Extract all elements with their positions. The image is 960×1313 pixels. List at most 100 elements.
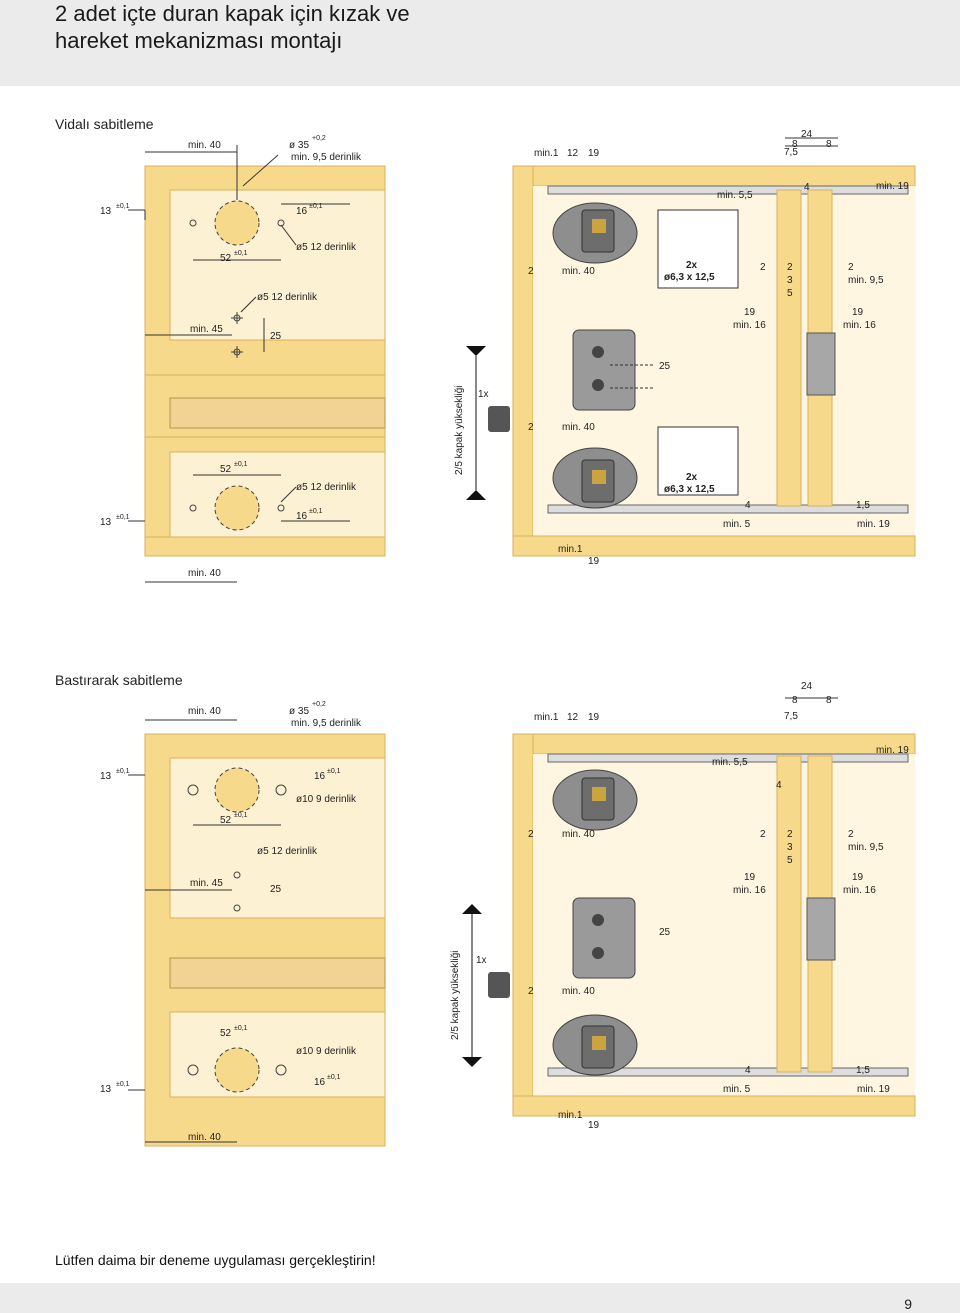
mechanism-drawing-2: min.1 12 19 2 min. 40 25 2 min. 40 min.1… bbox=[512, 712, 916, 1131]
door-inner-bottom-2 bbox=[169, 1011, 386, 1098]
dim-8b-2: 8 bbox=[826, 695, 832, 706]
mounting-bracket bbox=[572, 329, 636, 411]
dim-2-right-a: 2 bbox=[760, 262, 766, 273]
dim-13-bottom-2: 13 bbox=[100, 1084, 112, 1095]
dim-13-2: 13 bbox=[100, 771, 112, 782]
dim-13-bottom: 13 bbox=[100, 517, 112, 528]
arrow-up-icon-2 bbox=[462, 904, 482, 914]
dim-1-5-2: 1,5 bbox=[856, 1065, 870, 1076]
dim-min40-rail-bottom-2: min. 40 bbox=[562, 986, 595, 997]
screw-count-top: 2x bbox=[686, 260, 698, 271]
door-section-view-2 bbox=[169, 957, 386, 989]
dim-min19-top: min. 19 bbox=[876, 181, 909, 192]
door-inner-top-2 bbox=[169, 757, 386, 919]
dim-screw-hole-c: ø5 12 derinlik bbox=[296, 482, 357, 493]
dim-cup-diameter: ø 35 bbox=[289, 140, 309, 151]
diagram-screwed-mounting: min. 40 ø 35 +0,2 min. 9,5 derinlik 13 ±… bbox=[100, 129, 916, 583]
bottom-mechanism-spring bbox=[592, 470, 606, 484]
damper-icon-2 bbox=[488, 972, 510, 998]
dim-min40-bottom: min. 40 bbox=[188, 568, 221, 579]
dim-screw-hole-b-2: ø5 12 derinlik bbox=[257, 846, 318, 857]
dim-52-tol: ±0,1 bbox=[234, 250, 248, 257]
drilling-drawing: min. 40 ø 35 +0,2 min. 9,5 derinlik 13 ±… bbox=[100, 135, 386, 583]
mechanism-drawing: min.1 12 19 2 min. 40 25 2 min. 40 min.1… bbox=[512, 148, 916, 567]
dim-min19-top-2: min. 19 bbox=[876, 745, 909, 756]
dim-min16-a-2: min. 16 bbox=[733, 885, 766, 896]
arrow-up-icon bbox=[466, 490, 486, 500]
height-label-2: 2/5 kapak yüksekliği bbox=[450, 951, 461, 1041]
dim-screw-hole-a: ø5 12 derinlik bbox=[296, 242, 357, 253]
dim-min5: min. 5 bbox=[723, 519, 751, 530]
page-title: 2 adet içte duran kapak için kızak ve ha… bbox=[55, 0, 410, 54]
dim-min40-bottom-2: min. 40 bbox=[188, 1132, 221, 1143]
screw-spec-top: ø6,3 x 12,5 bbox=[664, 272, 715, 283]
dim-52-bottom-tol: ±0,1 bbox=[234, 461, 248, 468]
dim-min16-b-2: min. 16 bbox=[843, 885, 876, 896]
dim-screw-hole-b: ø5 12 derinlik bbox=[257, 292, 318, 303]
dim-25-2: 25 bbox=[270, 884, 282, 895]
dim-16-bottom-2: 16 bbox=[314, 1077, 326, 1088]
dim-2-right-c: 2 bbox=[848, 262, 854, 273]
dim-4-top-2: 4 bbox=[776, 780, 782, 791]
dim-min40-top-2: min. 40 bbox=[188, 706, 221, 717]
door-inner-top bbox=[169, 189, 386, 341]
dim-8a: 8 bbox=[792, 139, 798, 150]
dim-16-bottom-tol: ±0,1 bbox=[309, 508, 323, 515]
section-heading-press-fit: Bastırarak sabitleme bbox=[55, 672, 183, 688]
dim-19-right-a: 19 bbox=[744, 307, 756, 318]
dim-13-tol: ±0,1 bbox=[116, 203, 130, 210]
dim-2-bottom-2: 2 bbox=[528, 986, 534, 997]
dim-5: 5 bbox=[787, 288, 793, 299]
diagram-press-fit-mounting: min. 40 ø 35 +0,2 min. 9,5 derinlik 13 ±… bbox=[100, 681, 916, 1147]
dim-52: 52 bbox=[220, 253, 232, 264]
screw-count-bottom: 2x bbox=[686, 472, 698, 483]
bottom-rail bbox=[547, 504, 909, 514]
dim-13: 13 bbox=[100, 206, 112, 217]
top-rail bbox=[547, 185, 909, 195]
stopper-block bbox=[806, 332, 836, 396]
dim-min45-2: min. 45 bbox=[190, 878, 223, 889]
dim-4-bottom-2: 4 bbox=[745, 1065, 751, 1076]
page-title-line-1: 2 adet içte duran kapak için kızak ve bbox=[55, 1, 410, 26]
dim-52-bottom-2: 52 bbox=[220, 1028, 232, 1039]
dim-min40-rail-2: min. 40 bbox=[562, 829, 595, 840]
dim-min45: min. 45 bbox=[190, 324, 223, 335]
dim-4-bottom: 4 bbox=[745, 500, 751, 511]
dim-cup-diameter-2: ø 35 bbox=[289, 706, 309, 717]
dim-2-bottom: 2 bbox=[528, 422, 534, 433]
page-number: 9 bbox=[904, 1296, 912, 1312]
dim-52-bottom: 52 bbox=[220, 464, 232, 475]
dim-24: 24 bbox=[801, 129, 813, 140]
dim-screw-hole-a-2: ø10 9 derinlik bbox=[296, 794, 357, 805]
dim-19-right-a-2: 19 bbox=[744, 872, 756, 883]
dim-2-right-b: 2 bbox=[787, 262, 793, 273]
dim-min40-top: min. 40 bbox=[188, 140, 221, 151]
dim-25-bracket-2: 25 bbox=[659, 927, 671, 938]
dim-7-5: 7,5 bbox=[784, 147, 798, 158]
dim-min16-b: min. 16 bbox=[843, 320, 876, 331]
dim-min1-2: min.1 bbox=[534, 712, 559, 723]
dim-13-bottom-tol-2: ±0,1 bbox=[116, 1081, 130, 1088]
dim-cup-depth: min. 9,5 derinlik bbox=[291, 152, 362, 163]
cup-hole-bottom bbox=[214, 485, 260, 531]
dim-min9-5-2: min. 9,5 bbox=[848, 842, 884, 853]
top-mechanism-spring bbox=[592, 219, 606, 233]
dim-16-2: 16 bbox=[314, 771, 326, 782]
dim-2-right-a-2: 2 bbox=[760, 829, 766, 840]
dim-19-2: 19 bbox=[588, 712, 600, 723]
screw-spec-bottom: ø6,3 x 12,5 bbox=[664, 484, 715, 495]
dim-16-tol-2: ±0,1 bbox=[327, 768, 341, 775]
dim-3-2: 3 bbox=[787, 842, 793, 853]
dim-min1-bottom: min.1 bbox=[558, 544, 583, 555]
one-x-label-2: 1x bbox=[476, 955, 487, 966]
dim-13-tol-2: ±0,1 bbox=[116, 768, 130, 775]
screw-box-top bbox=[657, 209, 739, 289]
dim-2-top-2: 2 bbox=[528, 829, 534, 840]
header-bar bbox=[0, 0, 960, 86]
dim-min5-2: min. 5 bbox=[723, 1084, 751, 1095]
dim-min40-rail: min. 40 bbox=[562, 266, 595, 277]
door-section-drawing: 24 8 8 7,5 min. 5,5 4 min. 19 2 2 3 5 2 … bbox=[717, 129, 909, 530]
dim-2-right-b-2: 2 bbox=[787, 829, 793, 840]
dim-19: 19 bbox=[588, 148, 600, 159]
dim-min16-a: min. 16 bbox=[733, 320, 766, 331]
